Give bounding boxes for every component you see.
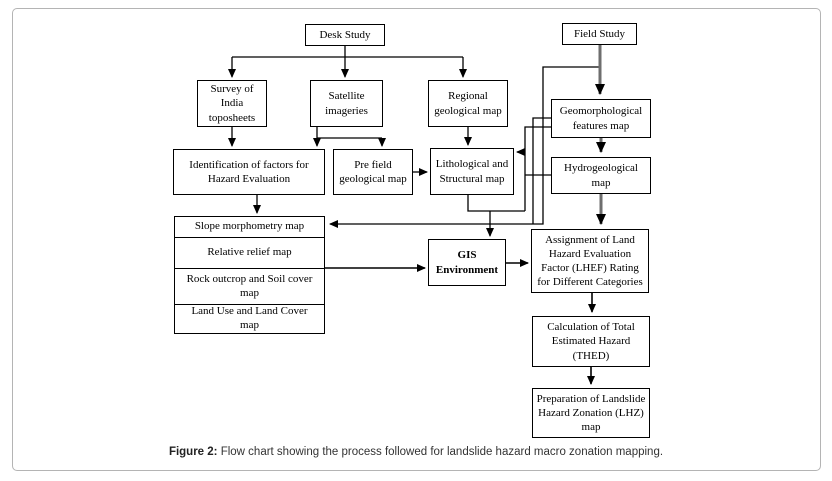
node-total-estimated-hazard: Calculation of Total Estimated Hazard (T… [532,316,650,367]
connector-geomorph-side [524,117,551,224]
node-lhef-rating-assignment: Assignment of Land Hazard Evaluation Fac… [531,229,649,293]
connector-satellite-split [316,127,382,139]
figure-panel [12,8,821,471]
stack-row-relative-relief-map: Relative relief map [175,237,324,268]
node-field-study: Field Study [562,23,637,45]
stack-row-land-use-land-cover-map: Land Use and Land Cover map [175,304,324,333]
figure-caption-text: Flow chart showing the process followed … [217,446,664,458]
node-thematic-map-stack: Slope morphometry map Relative relief ma… [174,216,325,334]
figure-caption-label: Figure 2: [168,446,218,458]
node-gis-environment: GIS Environment [428,239,506,286]
node-survey-of-india-toposheets: Survey of India toposheets [197,80,267,127]
connector-desk-split [232,46,463,58]
stack-row-rock-outcrop-soil-cover-map: Rock outcrop and Soil cover map [175,268,324,304]
node-hydrogeological-map: Hydrogeological map [551,157,651,194]
node-identification-of-factors: Identification of factors for Hazard Eva… [173,149,325,195]
node-lhz-map-preparation: Preparation of Landslide Hazard Zonation… [532,388,650,438]
stack-row-slope-morphometry-map: Slope morphometry map [194,220,305,233]
connector-lithological-collector [467,195,525,212]
node-geomorphological-features-map: Geomorphological features map [551,99,651,138]
node-satellite-imageries: Satellite imageries [310,80,383,127]
node-lithological-structural-map: Lithological and Structural map [430,148,514,195]
node-regional-geological-map: Regional geological map [428,80,508,127]
node-desk-study: Desk Study [305,24,385,46]
figure-caption: Figure 2: Flow chart showing the process… [0,446,832,458]
connector-fieldstudy-to-stack [329,66,600,228]
node-pre-field-geological-map: Pre field geological map [333,149,413,195]
